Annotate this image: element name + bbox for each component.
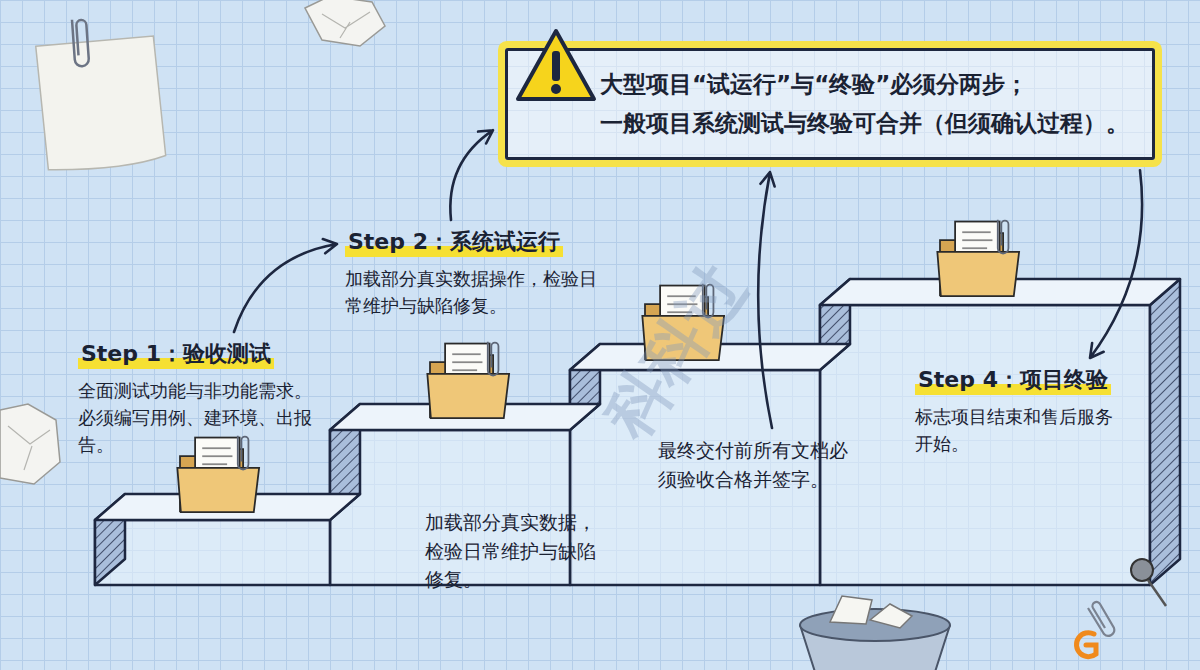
drawing-path	[322, 12, 370, 38]
watermark: 科科过	[573, 232, 776, 470]
step-heading: Step 2：系统试运行	[345, 228, 563, 257]
drawing-polygon	[1150, 279, 1180, 585]
drawing-use	[177, 436, 259, 512]
drawing-path	[305, 0, 385, 46]
drawing-path	[870, 604, 912, 628]
step-description: 加载部分真实数据操作，检验日常维护与缺陷修复。	[345, 265, 610, 319]
arrow-path	[450, 130, 493, 220]
step-description: 标志项目结束和售后服务开始。	[915, 403, 1130, 457]
warning-text: 一般项目系统测试与终验可合并（但须确认过程）。	[600, 104, 1138, 143]
warning-text: 大型项目“试运行”与“终验”必须分两步；	[600, 65, 1138, 104]
curved-arrow	[450, 130, 493, 220]
drawing-rect	[820, 305, 1150, 585]
step-description: 全面测试功能与非功能需求。必须编写用例、建环境、出报告。	[78, 377, 318, 458]
arrow-path	[1090, 170, 1142, 358]
step-description: 最终交付前所有文档必须验收合格并签字。	[658, 436, 858, 493]
step-heading: Step 4：项目终验	[915, 366, 1111, 395]
drawing-rect	[95, 520, 330, 585]
curved-arrow	[1090, 170, 1142, 358]
drawing-line	[1148, 580, 1166, 606]
note-paper	[34, 14, 166, 172]
drawing-path	[0, 404, 60, 484]
drawing-circle	[551, 84, 561, 94]
warning-icon	[514, 27, 598, 105]
step-block: Step 4：项目终验标志项目结束和售后服务开始。	[915, 366, 1130, 457]
arrow-path	[758, 172, 774, 428]
step-heading: Step 1：验收测试	[78, 340, 274, 369]
drawing-path	[36, 36, 167, 172]
curved-arrow	[758, 172, 774, 428]
warning-box: 大型项目“试运行”与“终验”必须分两步；一般项目系统测试与终验可合并（但须确认过…	[505, 48, 1155, 160]
step-front-note: 加载部分真实数据，检验日常维护与缺陷修复。	[425, 508, 597, 594]
drawing-path	[72, 19, 89, 67]
drawing-ellipse	[800, 609, 950, 641]
drawing-rect	[330, 430, 570, 585]
drawing-use	[937, 220, 1019, 296]
step-block: Step 2：系统试运行加载部分真实数据操作，检验日常维护与缺陷修复。	[345, 228, 610, 319]
drawing-polygon	[518, 31, 594, 99]
step-block: Step 1：验收测试全面测试功能与非功能需求。必须编写用例、建环境、出报告。	[78, 340, 318, 458]
trash-bin	[800, 596, 950, 670]
arrow-path	[234, 239, 337, 332]
drawing-rect	[552, 51, 560, 81]
crumpled-paper	[0, 0, 385, 484]
drawing-circle	[1131, 559, 1153, 581]
folder-icons	[177, 220, 1019, 512]
curved-arrow	[234, 239, 337, 332]
logo-icon	[1076, 633, 1096, 657]
drawing-use	[427, 342, 509, 418]
pushpin	[1131, 559, 1166, 606]
drawing-path	[8, 426, 50, 470]
drawing-path	[830, 596, 872, 624]
step-note: 最终交付前所有文档必须验收合格并签字。	[658, 436, 858, 493]
